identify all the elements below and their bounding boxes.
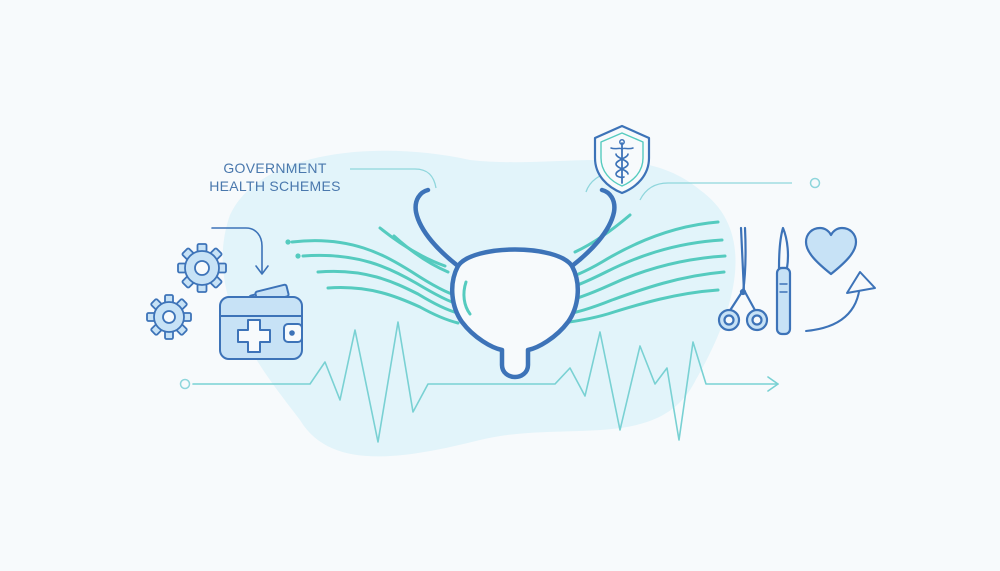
curved-arrow-icon [805,271,876,332]
ecg-line [192,321,779,443]
gears-icon [146,243,227,340]
wave-dot [295,253,301,259]
waves-left [290,226,460,325]
wave-dot [285,239,291,245]
label-government: GOVERNMENT [223,160,327,176]
shield-caduceus-icon [593,124,651,195]
dot-top-right [809,177,821,189]
label-health-schemes: HEALTH SCHEMES [209,178,341,194]
label-arrow [211,227,269,275]
gear-large [177,243,227,293]
ecg-start-dot [179,378,191,390]
bladder-organ-icon [413,187,617,380]
heart-icon [804,226,858,276]
wallet-medical-icon [219,283,303,360]
gear-small [146,294,192,340]
scissors-icon [717,226,769,332]
scalpel-icon [775,226,792,336]
